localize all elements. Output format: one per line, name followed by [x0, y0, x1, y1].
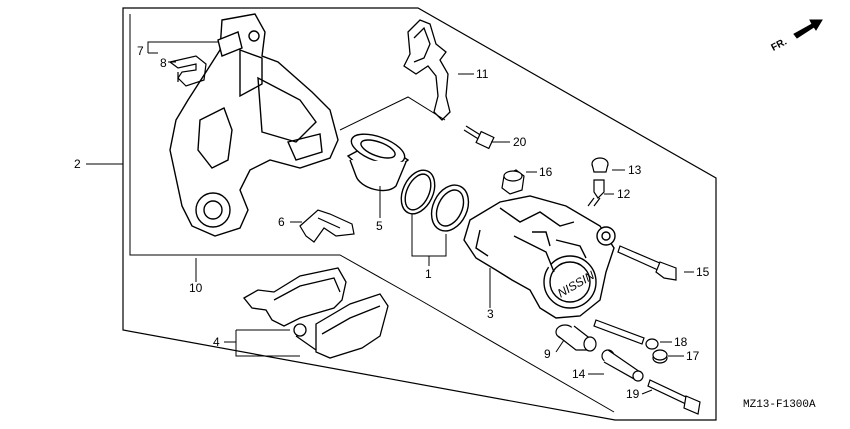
callout-12: 12 — [617, 187, 631, 201]
outer-assembly-outline — [122, 7, 717, 421]
front-arrow-icon — [793, 19, 823, 39]
callout-19: 19 — [626, 387, 640, 401]
callout-7: 7 — [137, 44, 144, 58]
callout-2: 2 — [74, 157, 81, 171]
sleeve-14 — [601, 349, 644, 382]
callout-9: 9 — [544, 347, 551, 361]
callout-6: 6 — [278, 215, 285, 229]
callout-5: 5 — [376, 219, 383, 233]
pin-bolt-15 — [617, 245, 677, 281]
pin-18 — [593, 319, 659, 350]
nut-17 — [652, 349, 668, 364]
front-direction-label: FR. — [770, 36, 790, 53]
callout-15: 15 — [696, 265, 710, 279]
callout-11: 11 — [476, 67, 489, 81]
callout-16: 16 — [539, 165, 553, 179]
callout-4: 4 — [213, 335, 220, 349]
caliper-bracket — [169, 13, 339, 237]
bracket-group-outline — [129, 14, 615, 413]
cap-13 — [591, 157, 609, 173]
callout-20: 20 — [513, 135, 527, 149]
bracket-clip — [168, 55, 207, 87]
piston-seals — [400, 169, 470, 232]
callout-14: 14 — [572, 367, 586, 381]
bracket-group-upper-line — [339, 96, 446, 131]
bleeder-valve-12 — [587, 179, 605, 207]
pin-bolt-20 — [463, 125, 495, 150]
front-direction-indicator: FR. — [770, 19, 823, 54]
callout-3: 3 — [487, 307, 494, 321]
callout-17: 17 — [686, 349, 700, 363]
bolt-19 — [647, 379, 701, 415]
callout-8: 8 — [160, 56, 167, 70]
boot-9 — [555, 324, 597, 352]
caliper-body — [463, 195, 616, 319]
pad-spring — [299, 209, 355, 243]
brake-pads — [243, 267, 389, 359]
callout-1: 1 — [425, 267, 432, 281]
callout-10: 10 — [189, 281, 203, 295]
callout-18: 18 — [674, 335, 688, 349]
piston — [346, 133, 410, 192]
leader-lines — [86, 41, 694, 395]
retainer-spring — [403, 19, 451, 121]
bleeder-cap-16 — [501, 169, 525, 195]
drawing-code: MZ13-F1300A — [743, 399, 816, 411]
callout-13: 13 — [628, 163, 642, 177]
